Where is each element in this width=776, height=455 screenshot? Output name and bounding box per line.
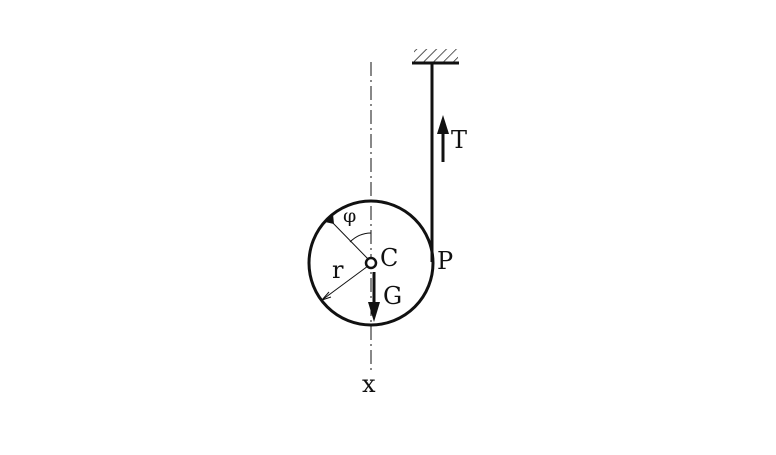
angle-radius-line bbox=[329, 219, 370, 261]
disk bbox=[307, 199, 435, 327]
center-pin bbox=[364, 256, 378, 270]
ceiling-support bbox=[412, 49, 459, 65]
angle-arc bbox=[349, 232, 372, 243]
weight-arrow bbox=[368, 272, 380, 322]
center-label: C bbox=[380, 244, 398, 272]
radius-line bbox=[321, 265, 369, 301]
axis-label: x bbox=[362, 370, 376, 398]
tension-arrow bbox=[437, 115, 449, 162]
weight-label: G bbox=[383, 282, 402, 310]
angle-label: φ bbox=[343, 205, 356, 227]
radius-arrowhead bbox=[321, 291, 332, 301]
tension-label: T bbox=[451, 126, 467, 154]
radius-label: r bbox=[332, 256, 344, 284]
contact-point-label: P bbox=[437, 247, 453, 275]
ceiling-hatch bbox=[414, 49, 458, 62]
